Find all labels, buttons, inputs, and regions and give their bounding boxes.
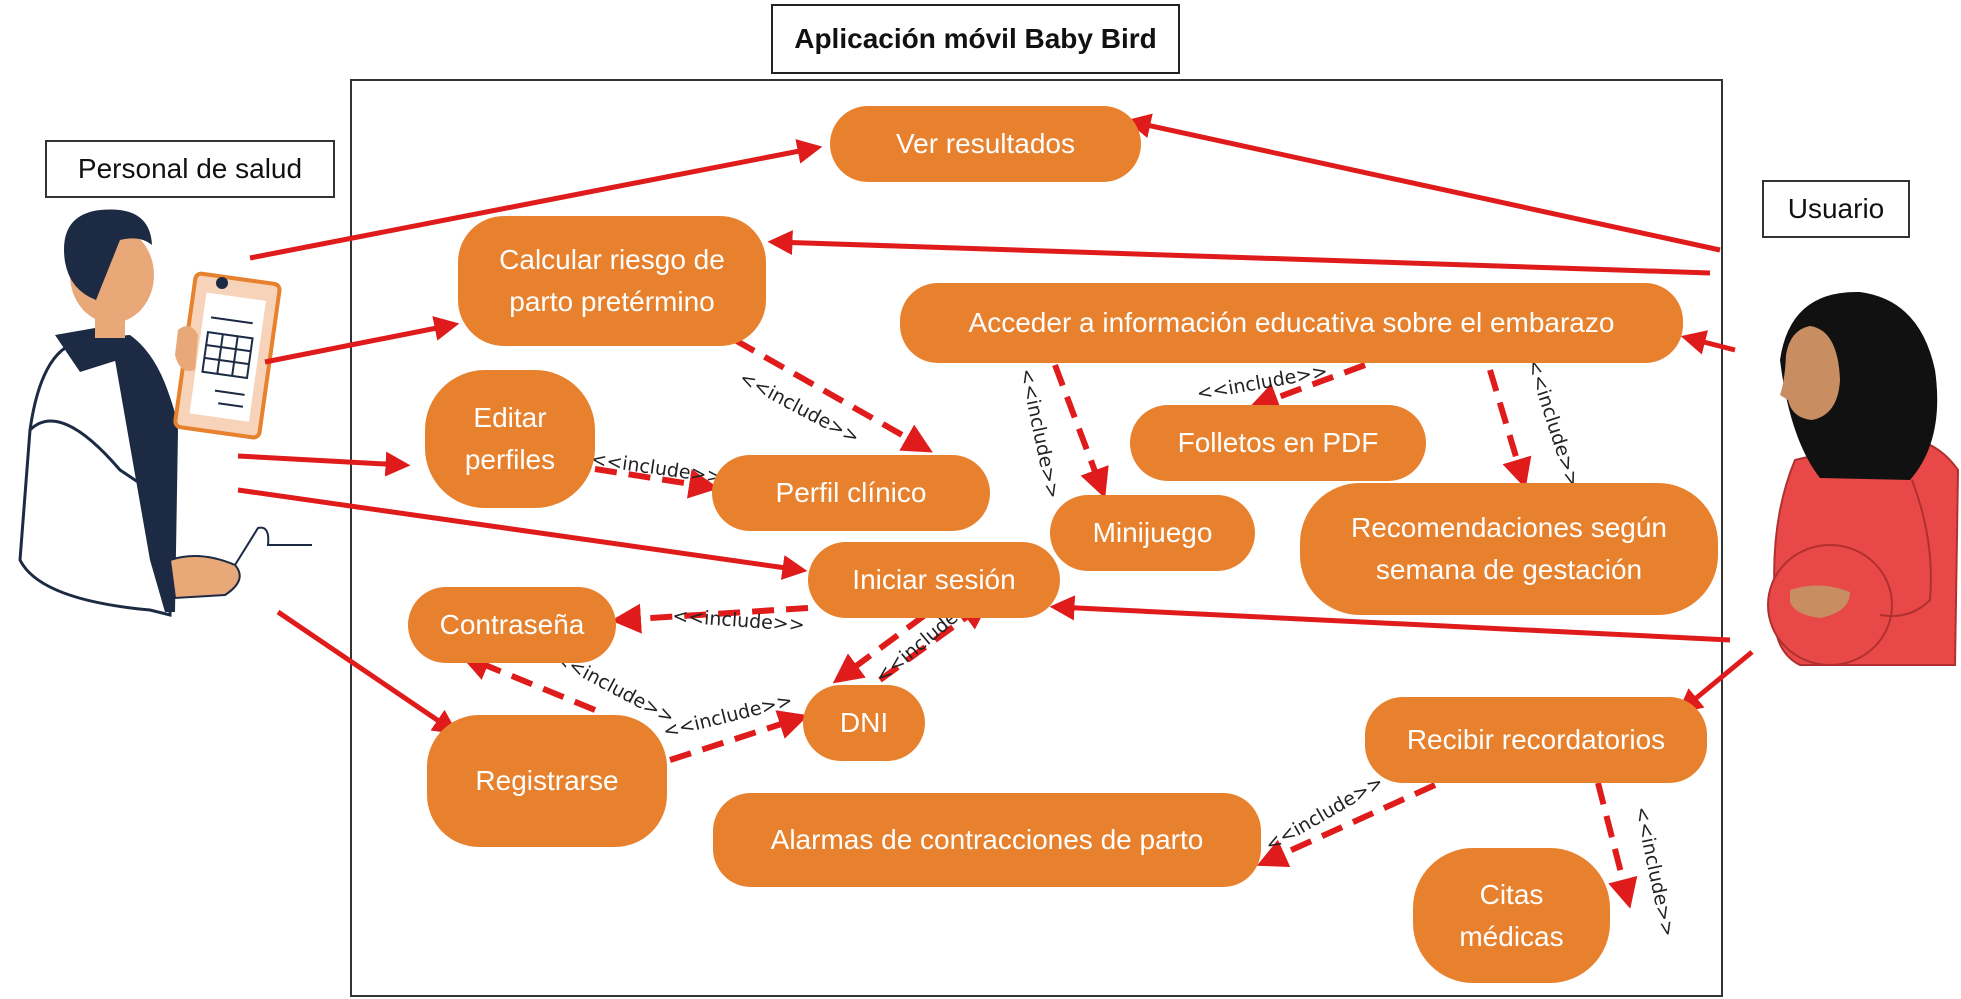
- use-case-iniciar-sesion: Iniciar sesión: [808, 542, 1060, 618]
- include-registrarse-dni: [669, 710, 809, 763]
- use-case-perfil-clinico: Perfil clínico: [712, 455, 990, 531]
- include-registrarse-contrasena: [459, 652, 597, 713]
- use-case-dni: DNI: [803, 685, 925, 761]
- assoc-user-acceder-info: [1680, 330, 1736, 355]
- assoc-staff-iniciar-sesion: [237, 487, 808, 580]
- include-recordatorios-alarmas: [1256, 782, 1437, 867]
- user-figure: [1767, 291, 1960, 666]
- use-case-contrasena: Contraseña: [408, 587, 616, 663]
- use-case-citas-medicas: Citas médicas: [1413, 848, 1610, 983]
- include-editar-perfil: [594, 466, 719, 499]
- use-case-ver-resultados: Ver resultados: [830, 106, 1141, 182]
- include-acceder-folletos: [1248, 362, 1367, 412]
- actor-label-health-staff: Personal de salud: [45, 140, 335, 198]
- use-case-acceder-info: Acceder a información educativa sobre el…: [900, 283, 1683, 363]
- include-acceder-recomendaciones: [1487, 369, 1532, 489]
- include-label: <<include>>: [1195, 360, 1329, 405]
- use-case-editar-perfiles: Editar perfiles: [425, 370, 595, 508]
- assoc-user-recordatorios: [1677, 650, 1754, 714]
- assoc-staff-editar-perfiles: [237, 451, 411, 477]
- use-case-recomendaciones: Recomendaciones según semana de gestació…: [1300, 483, 1718, 615]
- use-case-minijuego: Minijuego: [1050, 495, 1255, 571]
- include-label: <<include>>: [589, 448, 723, 488]
- health-staff-figure: [18, 209, 312, 617]
- use-case-calcular-riesgo: Calcular riesgo de parto pretérmino: [458, 216, 766, 346]
- include-label: <<include>>: [1015, 366, 1064, 500]
- assoc-user-calcular-riesgo: [767, 230, 1711, 276]
- assoc-staff-registrarse: [276, 609, 459, 735]
- use-case-registrarse: Registrarse: [427, 715, 667, 847]
- assoc-user-ver-resultados: [1125, 113, 1721, 253]
- assoc-staff-ver-resultados: [249, 139, 823, 261]
- assoc-user-iniciar-sesion: [1049, 595, 1731, 643]
- system-boundary: [350, 79, 1723, 997]
- include-label: <<include>>: [672, 605, 806, 636]
- use-case-alarmas: Alarmas de contracciones de parto: [713, 793, 1261, 887]
- include-iniciar-dni: [832, 612, 927, 684]
- include-iniciar-contrasena: [611, 603, 809, 634]
- diagram-title: Aplicación móvil Baby Bird: [771, 4, 1180, 74]
- include-label: <<include>>: [1630, 804, 1679, 938]
- include-acceder-minijuego: [1052, 363, 1109, 499]
- include-label: <<include>>: [1522, 357, 1584, 490]
- assoc-staff-calcular-riesgo: [264, 316, 460, 365]
- use-case-folletos-pdf: Folletos en PDF: [1130, 405, 1426, 481]
- use-case-recibir-recordatorios: Recibir recordatorios: [1365, 697, 1707, 783]
- actor-label-user: Usuario: [1762, 180, 1910, 238]
- include-calcular-perfil: [733, 337, 933, 453]
- include-recordatorios-citas: [1595, 782, 1638, 909]
- include-label: <<include>>: [661, 689, 795, 742]
